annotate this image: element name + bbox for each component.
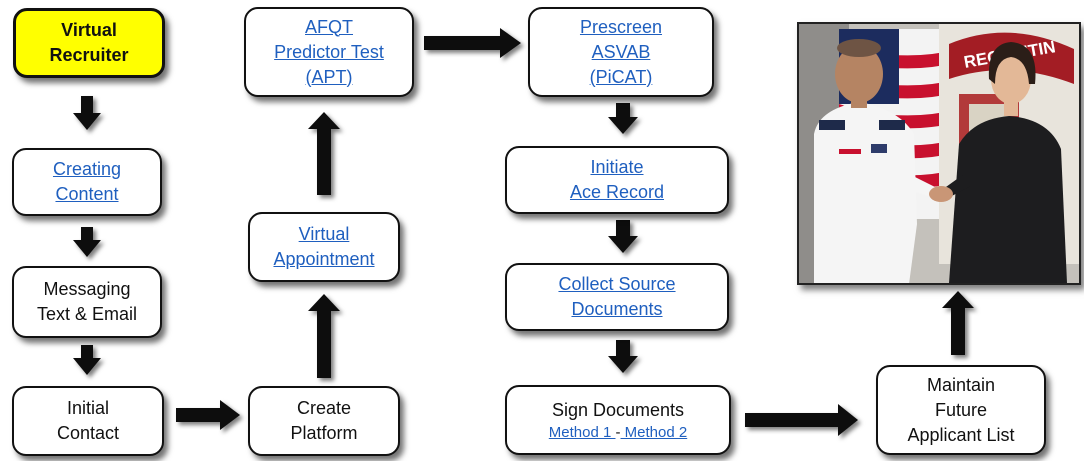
node-label: Create <box>296 398 352 418</box>
recruiter-handshake-photo: RECRUITIN <box>797 22 1081 285</box>
method-1-link[interactable]: Method 1 <box>548 423 616 441</box>
arrow-right <box>424 28 521 58</box>
arrow-down <box>73 345 101 375</box>
arrow-up <box>308 294 340 378</box>
method-2-link[interactable]: Method 2 <box>620 423 688 441</box>
node-label: Applicant List <box>907 424 1015 445</box>
initial-contact-box: Initial Contact <box>12 386 164 456</box>
creating-content-box[interactable]: Creating Content <box>12 148 162 216</box>
creating-content-link[interactable]: Content <box>55 184 119 204</box>
collect-source-documents-box[interactable]: Collect Source Documents <box>505 263 729 331</box>
node-label: Messaging <box>43 279 131 299</box>
arrow-right <box>745 404 858 436</box>
arrow-down <box>608 103 638 134</box>
afqt-box[interactable]: AFQT Predictor Test (APT) <box>244 7 414 97</box>
method-separator: - <box>615 423 621 441</box>
arrow-up <box>308 112 340 195</box>
node-label: Platform <box>290 423 358 443</box>
collect-source-documents-link[interactable]: Collect Source <box>558 274 676 294</box>
arrow-down <box>73 227 101 257</box>
prescreen-box[interactable]: Prescreen ASVAB (PiCAT) <box>528 7 714 97</box>
afqt-link[interactable]: Predictor Test <box>274 41 384 62</box>
node-label: Maintain <box>926 374 996 395</box>
initiate-ace-record-link[interactable]: Initiate <box>590 157 644 177</box>
creating-content-link[interactable]: Creating <box>52 159 122 179</box>
afqt-link[interactable]: AFQT <box>305 16 353 37</box>
virtual-appointment-box[interactable]: Virtual Appointment <box>248 212 400 282</box>
prescreen-link[interactable]: Prescreen <box>579 16 663 37</box>
sign-documents-box: Sign Documents Method 1 - Method 2 <box>505 385 731 455</box>
arrow-right <box>176 400 240 430</box>
node-label: Text & Email <box>36 304 138 324</box>
prescreen-link[interactable]: (PiCAT) <box>589 66 653 87</box>
arrow-down <box>608 340 638 373</box>
create-platform-box: Create Platform <box>248 386 400 456</box>
virtual-appointment-link[interactable]: Virtual <box>298 224 350 244</box>
arrow-down <box>608 220 638 253</box>
prescreen-link[interactable]: ASVAB <box>591 41 651 62</box>
virtual-appointment-link[interactable]: Appointment <box>273 249 375 269</box>
maintain-future-applicant-list-box: Maintain Future Applicant List <box>876 365 1046 455</box>
node-label: Future <box>934 399 988 420</box>
node-label: Contact <box>56 423 120 443</box>
initiate-ace-record-box[interactable]: Initiate Ace Record <box>505 146 729 214</box>
afqt-link[interactable]: (APT) <box>305 66 353 87</box>
photo-illustration: RECRUITIN <box>799 24 1079 283</box>
node-label: Virtual <box>61 20 117 40</box>
node-label: Recruiter <box>49 45 129 65</box>
messaging-box: Messaging Text & Email <box>12 266 162 338</box>
node-label: Sign Documents <box>551 399 685 420</box>
collect-source-documents-link[interactable]: Documents <box>571 299 663 319</box>
node-label: Initial <box>66 398 110 418</box>
sign-methods-row: Method 1 - Method 2 <box>549 423 687 443</box>
virtual-recruiter-box: Virtual Recruiter <box>13 8 165 78</box>
initiate-ace-record-link[interactable]: Ace Record <box>569 182 665 202</box>
arrow-down <box>73 96 101 130</box>
arrow-up <box>942 291 974 355</box>
